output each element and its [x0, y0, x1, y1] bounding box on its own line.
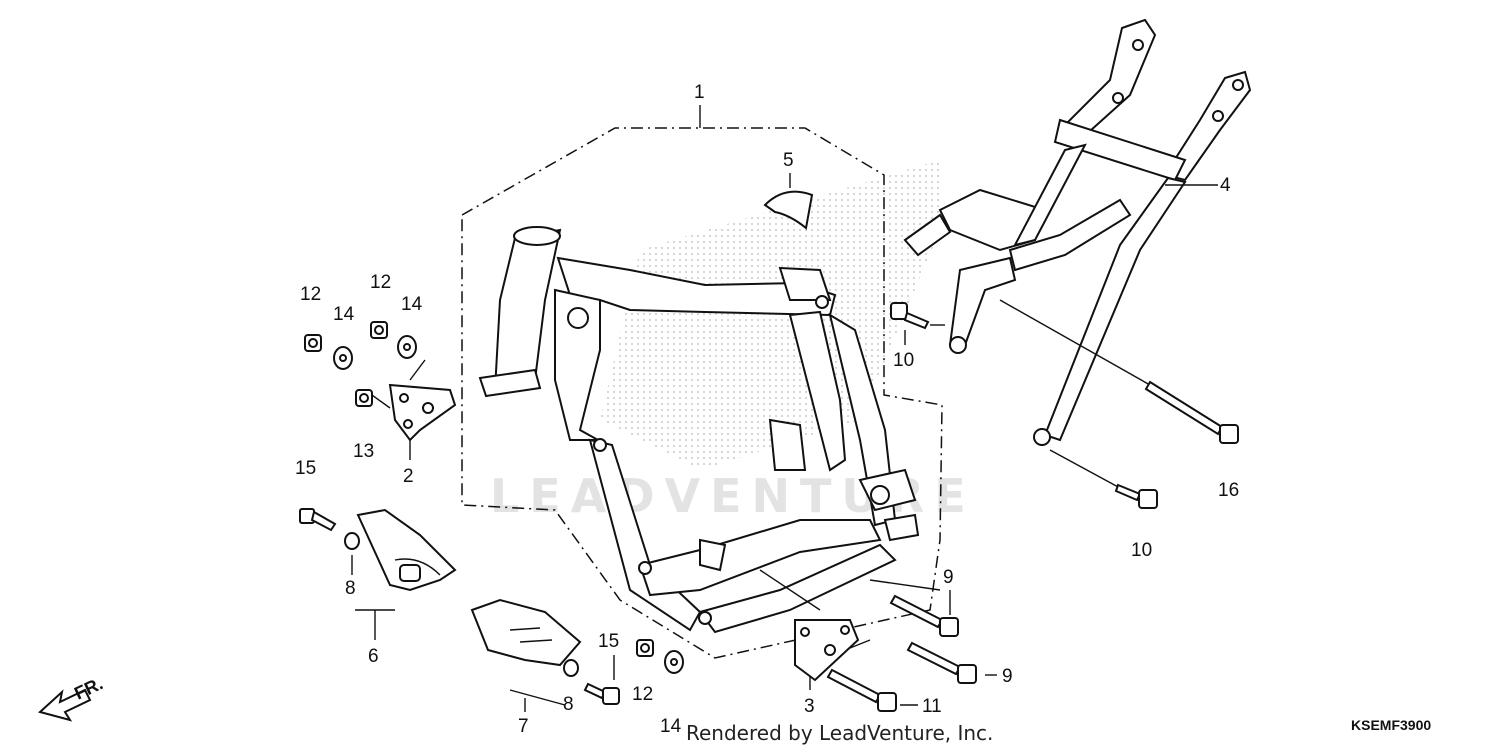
- part-12-nut-b[interactable]: [370, 321, 388, 339]
- callout-11[interactable]: 11: [922, 696, 942, 717]
- callout-13[interactable]: 13: [353, 441, 374, 462]
- callout-12-c[interactable]: 12: [632, 684, 653, 705]
- part-13-nut[interactable]: [355, 389, 373, 407]
- callout-10-a[interactable]: 10: [893, 350, 914, 371]
- callout-16[interactable]: 16: [1218, 480, 1239, 501]
- callout-8-b[interactable]: 8: [563, 694, 574, 715]
- part-8-collar-a[interactable]: [344, 532, 360, 550]
- part-15-bolt-b[interactable]: [583, 682, 620, 705]
- callout-14-c[interactable]: 14: [660, 716, 682, 737]
- part-9-bolt-b[interactable]: [906, 641, 977, 684]
- rear-subframe[interactable]: [903, 18, 1252, 446]
- part-8-collar-b[interactable]: [563, 659, 579, 677]
- callout-1[interactable]: 1: [694, 82, 705, 103]
- callout-4[interactable]: 4: [1220, 175, 1231, 196]
- callout-9-a[interactable]: 9: [943, 567, 954, 588]
- callout-14-b[interactable]: 14: [401, 294, 423, 315]
- part-14-washer-c[interactable]: [664, 650, 684, 674]
- callout-3[interactable]: 3: [804, 696, 815, 717]
- callout-15-a[interactable]: 15: [295, 458, 316, 479]
- callout-12-b[interactable]: 12: [370, 272, 391, 293]
- part-2-bracket[interactable]: [388, 383, 457, 442]
- part-12-nut-a[interactable]: [304, 334, 322, 352]
- callout-8-a[interactable]: 8: [345, 578, 356, 599]
- part-11-bolt[interactable]: [826, 668, 897, 712]
- callout-6[interactable]: 6: [368, 646, 379, 667]
- callout-10-b[interactable]: 10: [1131, 540, 1152, 561]
- callout-5[interactable]: 5: [783, 150, 794, 171]
- callout-14-a[interactable]: 14: [333, 304, 355, 325]
- main-frame[interactable]: [478, 226, 920, 634]
- frame-assembly-boundary: [461, 127, 943, 659]
- callout-9-b[interactable]: 9: [1002, 666, 1013, 687]
- part-10-bolt-a[interactable]: [890, 302, 930, 330]
- part-9-bolt-a[interactable]: [889, 594, 959, 637]
- part-12-nut-c[interactable]: [636, 639, 654, 657]
- part-16-bolt[interactable]: [1144, 380, 1239, 444]
- callout-15-b[interactable]: 15: [598, 631, 619, 652]
- part-14-washer-a[interactable]: [333, 346, 353, 370]
- callout-2[interactable]: 2: [403, 466, 414, 487]
- part-15-bolt-a[interactable]: [299, 508, 337, 532]
- callout-7[interactable]: 7: [518, 716, 529, 737]
- callout-12-a[interactable]: 12: [300, 284, 321, 305]
- part-10-bolt-b[interactable]: [1114, 483, 1158, 509]
- part-14-washer-b[interactable]: [397, 335, 417, 359]
- part-5-clamp[interactable]: [763, 190, 814, 230]
- front-arrow-icon: [37, 688, 92, 722]
- part-6-guard[interactable]: [356, 508, 457, 592]
- rendered-by-text: Rendered by LeadVenture, Inc.: [686, 721, 993, 745]
- part-7-guard[interactable]: [470, 598, 582, 667]
- diagram-code: KSEMF3900: [1351, 717, 1431, 733]
